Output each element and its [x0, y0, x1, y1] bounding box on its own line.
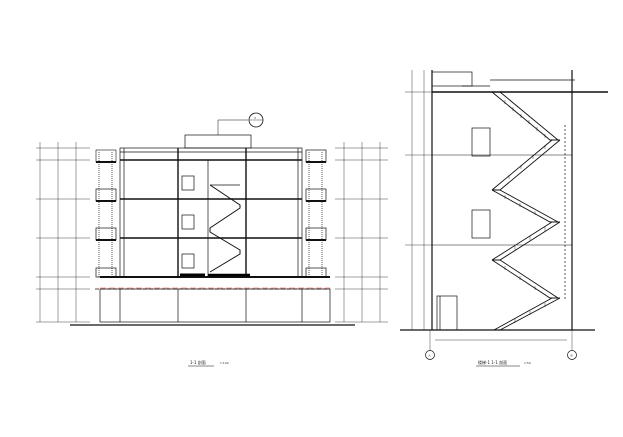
door-1: [436, 295, 458, 331]
right-dimension-lines: [335, 142, 388, 323]
callout-leader: [217, 119, 248, 135]
stair-treads: [504, 100, 546, 323]
left-dimension-lines: [36, 142, 90, 323]
callout-number: 3: [254, 116, 256, 120]
axis-bubble-b: [567, 350, 577, 360]
stair-roof: [431, 71, 473, 87]
stair-flights: [491, 91, 561, 331]
door-2: [471, 209, 491, 239]
building-frame: [119, 147, 303, 278]
left-exterior-stair: [95, 149, 117, 278]
right-exterior-stair: [305, 149, 327, 278]
left-building-section: [36, 112, 388, 326]
central-stair: [209, 184, 241, 273]
axis-label-a: A: [429, 354, 432, 358]
foundation-block: [99, 288, 331, 323]
right-section-caption: 楼梯-1 1-1 剖面: [478, 359, 507, 365]
axis-bubble-a: [425, 350, 435, 360]
axis-label-b: B: [571, 354, 573, 358]
left-section-scale: 1:100: [220, 361, 229, 365]
stair-dimension-lines: [405, 70, 432, 331]
roof-structure: [184, 134, 252, 149]
right-stair-section: [400, 70, 608, 360]
left-section-caption: 1-1 剖面: [190, 359, 206, 365]
door-3: [471, 127, 491, 157]
right-section-scale: 1:50: [524, 361, 531, 365]
